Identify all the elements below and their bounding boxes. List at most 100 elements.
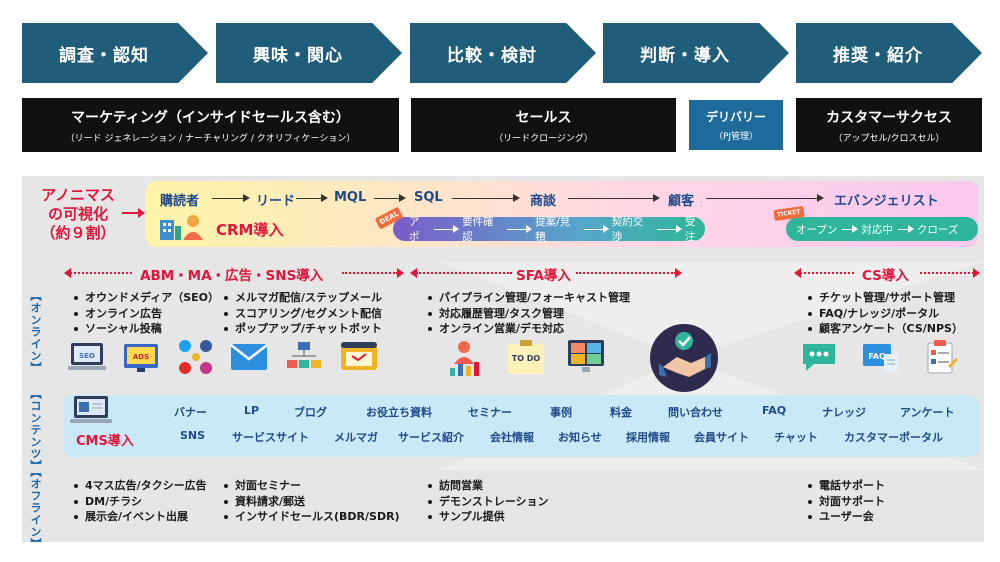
content-side-label: 【コンテンツ】 (29, 388, 42, 472)
list-item: FAQ/ナレッジ/ポータル (808, 306, 963, 322)
handshake-check-icon (650, 324, 718, 392)
list-item: 資料請求/郵送 (224, 494, 400, 510)
stage-research: 調査・認知 (22, 23, 208, 83)
content-tag: サービス紹介 (398, 431, 464, 444)
cs-section-title: CS導入 (862, 268, 909, 284)
building-person-icon (160, 215, 203, 240)
anonymous-line: アノニマス (41, 186, 115, 204)
deal-step: 要件確認 (462, 216, 494, 243)
support-flow-bar: オープン 対応中 クローズ (786, 217, 978, 241)
pipeline-stage: エバンジェリスト (834, 194, 939, 209)
content-tag: チャット (774, 431, 818, 444)
list-item: サンプル提供 (428, 509, 549, 525)
pipeline-stage: MQL (334, 190, 367, 205)
stage-compare: 比較・検討 (410, 23, 596, 83)
content-tag: 採用情報 (626, 431, 670, 444)
deal-step: 受注 (684, 216, 696, 243)
stage-decide: 判断・導入 (603, 23, 789, 83)
stage-recommend: 推奨・紹介 (796, 23, 982, 83)
list-item: ユーザー会 (808, 509, 885, 525)
content-tag: アンケート (900, 406, 955, 419)
anonymous-arrow (122, 212, 140, 214)
chat-bubble-icon (803, 344, 835, 371)
sfa-section-title: SFA導入 (516, 268, 571, 284)
content-tag: FAQ (762, 404, 787, 417)
category-subtitle: （リードクロージング） (494, 133, 593, 144)
support-step: クローズ (916, 223, 959, 236)
stage-label: 判断・導入 (640, 45, 730, 66)
video-conference-icon (568, 340, 604, 372)
cs-dotted-arrow-left (794, 268, 854, 278)
list-item: DM/チラシ (74, 494, 207, 510)
support-step: 対応中 (861, 223, 893, 236)
stage-interest: 興味・関心 (216, 23, 402, 83)
flow-arrow (583, 225, 609, 233)
pipeline-arrow (296, 194, 328, 202)
list-item: 対面セミナー (224, 478, 400, 494)
flow-arrow (656, 225, 682, 233)
content-tag: サービスサイト (232, 431, 309, 444)
list-item: 4マス広告/タクシー広告 (74, 478, 207, 494)
content-tag: 会員サイト (694, 431, 749, 444)
sfa-dotted-arrow-left (410, 268, 512, 278)
online-side-label: 【オンライン】 (29, 290, 42, 374)
content-tag: バナー (174, 406, 207, 419)
offline-side-label: 【オフライン】 (29, 466, 42, 550)
seo-text: SEO (79, 352, 95, 360)
pipeline-stage: リード (256, 194, 296, 209)
cms-laptop-icon (70, 396, 112, 423)
category-delivery: デリバリー （PJ管理） (689, 100, 783, 150)
content-tag: カスタマーポータル (844, 431, 943, 444)
stage-label: 調査・認知 (59, 45, 149, 66)
todo-text: TO DO (512, 354, 541, 363)
content-tag: SNS (180, 429, 206, 442)
list-item: スコアリング/セグメント配信 (224, 306, 382, 322)
flow-arrow (842, 225, 859, 233)
stage-label: 比較・検討 (447, 45, 537, 66)
cms-label: CMS導入 (76, 434, 134, 449)
list-item: オウンドメディア（SEO） (74, 290, 219, 306)
content-tag: 問い合わせ (668, 406, 723, 419)
faq-document-icon: FAQ (863, 344, 898, 372)
category-subtitle: （アップセル/クロスセル） (833, 133, 945, 144)
offline-list-1: 4マス広告/タクシー広告 DM/チラシ 展示会/イベント出展 (74, 478, 207, 525)
category-title: マーケティング（インサイドセールス含む） (71, 109, 350, 126)
anonymous-label: アノニマス の可視化 （約９割） (38, 186, 118, 243)
list-item: オンライン広告 (74, 306, 219, 322)
list-item: メルマガ配信/ステップメール (224, 290, 382, 306)
popup-window-icon (341, 342, 377, 370)
pipeline-arrow (568, 194, 660, 202)
survey-clipboard-icon (927, 340, 958, 374)
list-item: 対面サポート (808, 494, 885, 510)
ticket-tag-label: TICKET (776, 208, 801, 219)
online-list-3: パイプライン管理/フォーキャスト管理 対応履歴管理/タスク管理 オンライン営業/… (428, 290, 630, 337)
content-tag: 料金 (610, 406, 632, 419)
list-item: インサイドセールス(BDR/SDR) (224, 509, 400, 525)
offline-list-2: 対面セミナー 資料請求/郵送 インサイドセールス(BDR/SDR) (224, 478, 400, 525)
seo-laptop-icon: SEO (68, 343, 106, 370)
content-tag: 事例 (550, 406, 572, 419)
category-title: セールス (515, 109, 572, 126)
content-tag: セミナー (468, 406, 512, 419)
pipeline-stage: SQL (414, 190, 443, 205)
mail-icon (230, 344, 268, 370)
offline-list-3: 訪問営業 デモンストレーション サンプル提供 (428, 478, 549, 525)
online-list-2: メルマガ配信/ステップメール スコアリング/セグメント配信 ポップアップ/チャッ… (224, 290, 382, 337)
category-title: カスタマーサクセス (826, 109, 952, 126)
deal-step: 契約交渉 (611, 216, 644, 243)
social-icons (179, 340, 212, 374)
anonymous-line: （約９割） (40, 224, 116, 242)
anonymous-arrowhead (138, 208, 145, 218)
sfa-dotted-arrow-right (576, 268, 682, 278)
list-item: 電話サポート (808, 478, 885, 494)
segment-tree-icon (287, 342, 321, 368)
content-tag: お知らせ (558, 431, 602, 444)
presenter-chart-icon (450, 341, 479, 376)
pipeline-arrow (452, 194, 520, 202)
online-list-4: チケット管理/サポート管理 FAQ/ナレッジ/ポータル 顧客アンケート（CS/N… (808, 290, 963, 337)
stage-label: 興味・関心 (253, 45, 343, 66)
pipeline-stage: 顧客 (668, 194, 695, 209)
content-tag: 会社情報 (490, 431, 534, 444)
content-tag: ナレッジ (822, 406, 866, 419)
flow-arrow (434, 225, 460, 233)
